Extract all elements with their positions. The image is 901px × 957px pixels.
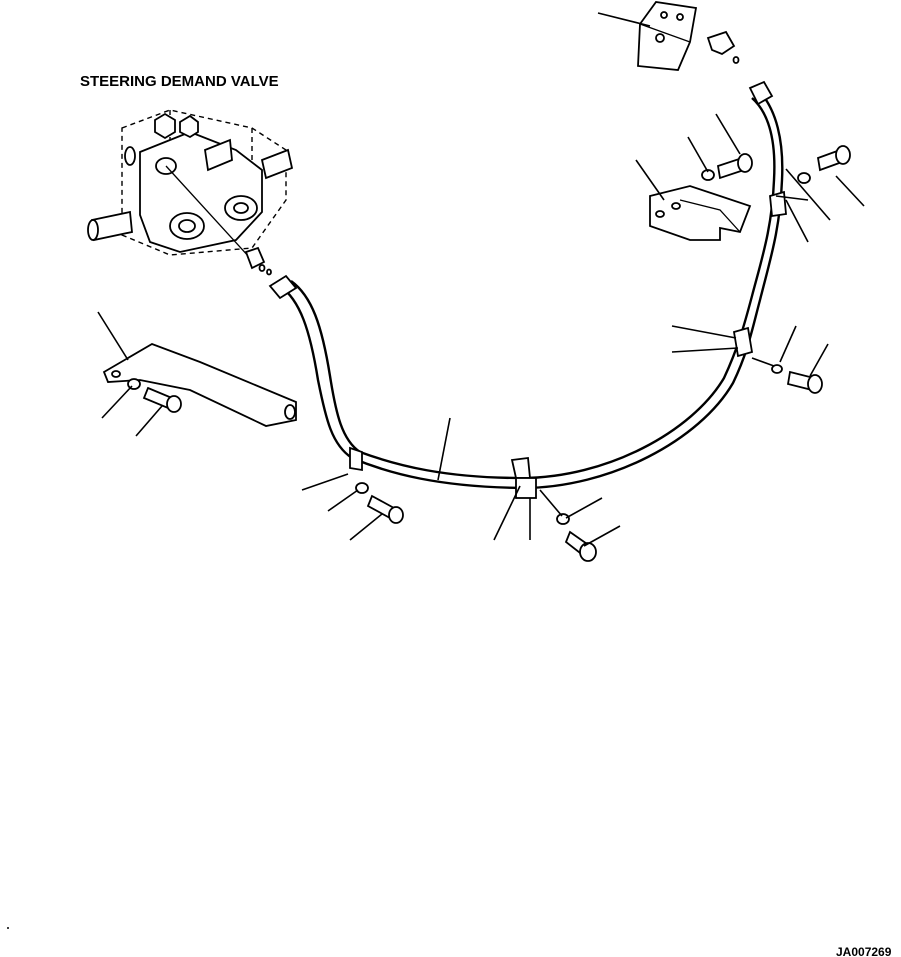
hose-clamp-left bbox=[349, 446, 363, 472]
upper-right-bracket bbox=[649, 185, 752, 241]
leader-lines bbox=[97, 12, 865, 547]
connector-block bbox=[637, 1, 698, 71]
stray-dot bbox=[7, 927, 9, 929]
clamp-left-washer bbox=[355, 482, 369, 494]
upper-clamp-washer bbox=[797, 172, 811, 184]
upper-clamp-bolt bbox=[816, 145, 851, 172]
main-hose bbox=[268, 80, 784, 490]
hose-clamp-right bbox=[732, 326, 754, 358]
hose-clamp-center bbox=[510, 456, 537, 499]
elbow-fitting bbox=[706, 30, 740, 64]
clamp-right-washer bbox=[771, 364, 783, 374]
drawing-number: JA007269 bbox=[836, 945, 892, 957]
upper-bracket-washer bbox=[701, 169, 715, 181]
clamp-center-bolt bbox=[564, 530, 597, 562]
clamp-left-bolt bbox=[366, 494, 404, 524]
clamp-right-bolt bbox=[786, 370, 823, 394]
valve-port-leader bbox=[165, 165, 251, 259]
steering-demand-valve bbox=[87, 109, 294, 256]
left-bracket bbox=[102, 343, 297, 427]
left-bracket-bolt bbox=[142, 386, 182, 413]
upper-bracket-bolt bbox=[716, 153, 753, 180]
valve-port-fitting bbox=[244, 246, 272, 276]
clamp-center-washer bbox=[556, 513, 570, 525]
hose-clamp-upper bbox=[769, 190, 787, 218]
diagram-title: STEERING DEMAND VALVE bbox=[80, 73, 279, 90]
